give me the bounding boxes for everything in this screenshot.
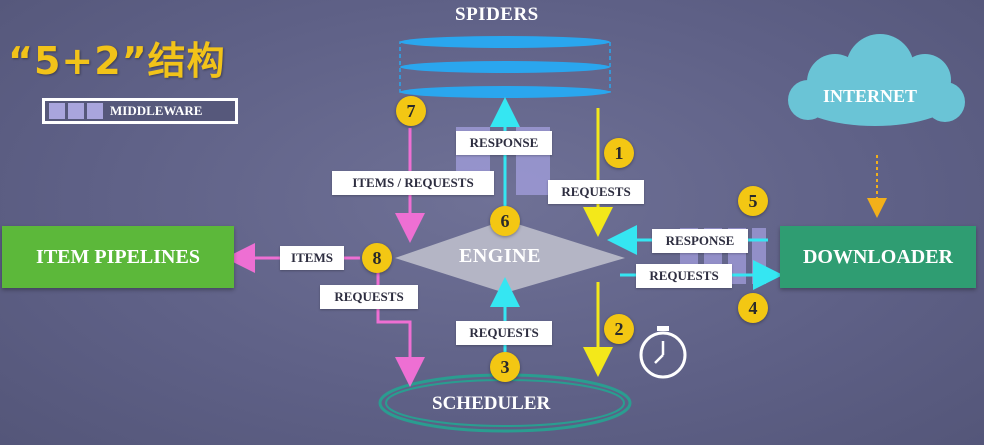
step-7-badge: 7 bbox=[396, 96, 426, 126]
items-label: ITEMS bbox=[280, 246, 344, 270]
step-8-badge: 8 bbox=[362, 243, 392, 273]
requests-label-3: REQUESTS bbox=[456, 321, 552, 345]
middleware-swatch bbox=[87, 103, 103, 119]
requests-label-1: REQUESTS bbox=[548, 180, 644, 204]
requests-label-4: REQUESTS bbox=[636, 264, 732, 288]
engine-diamond bbox=[395, 220, 625, 293]
middleware-swatch bbox=[68, 103, 84, 119]
downloader-box: DOWNLOADER bbox=[780, 226, 976, 288]
item-pipelines-box: ITEM PIPELINES bbox=[2, 226, 234, 288]
engine-label: ENGINE bbox=[459, 245, 541, 267]
middleware-legend: MIDDLEWARE bbox=[42, 98, 238, 124]
spiders-stack bbox=[399, 36, 611, 98]
legend-label: MIDDLEWARE bbox=[110, 103, 203, 118]
step-6-badge: 6 bbox=[490, 206, 520, 236]
step-3-badge: 3 bbox=[490, 352, 520, 382]
internet-cloud bbox=[788, 34, 965, 126]
response-label-5: RESPONSE bbox=[652, 229, 748, 253]
middleware-swatch bbox=[49, 103, 65, 119]
scheduler-label: SCHEDULER bbox=[432, 393, 551, 414]
spiders-label: SPIDERS bbox=[455, 4, 539, 25]
step-1-badge: 1 bbox=[604, 138, 634, 168]
internet-label: INTERNET bbox=[823, 86, 918, 106]
page-title: “5+2”结构 bbox=[8, 39, 226, 83]
items-requests-label: ITEMS / REQUESTS bbox=[332, 171, 494, 195]
requests-label-8: REQUESTS bbox=[320, 285, 418, 309]
response-label-spiders: RESPONSE bbox=[456, 131, 552, 155]
timer-icon bbox=[639, 326, 687, 379]
step-4-badge: 4 bbox=[738, 293, 768, 323]
step-5-badge: 5 bbox=[738, 186, 768, 216]
step-2-badge: 2 bbox=[604, 314, 634, 344]
